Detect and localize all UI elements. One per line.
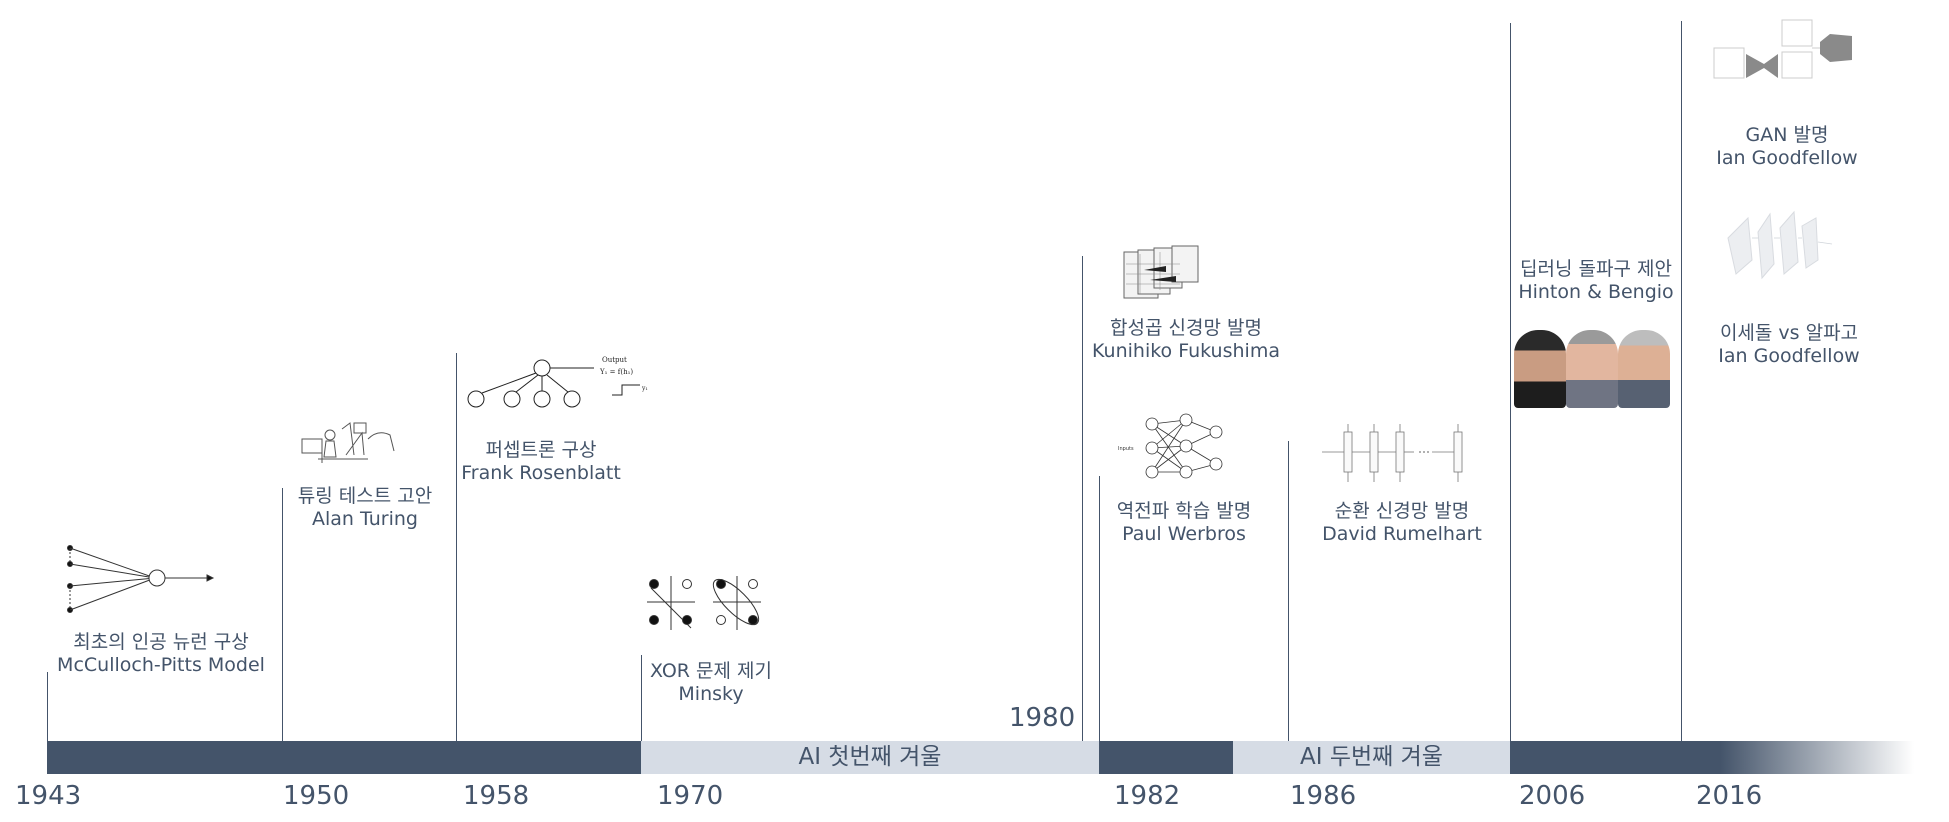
turing-test-icon <box>301 422 395 463</box>
neuron-model-icon <box>67 545 215 613</box>
event-title: 역전파 학습 발명 <box>1116 500 1252 522</box>
milestone-line-2006 <box>1510 23 1511 741</box>
backprop-inputs-text: Inputs <box>1118 446 1134 452</box>
xor-problem-icon <box>647 576 761 630</box>
event-caption-fukushima: 합성곱 신경망 발명 Kunihiko Fukushima <box>1092 317 1280 363</box>
year-label-2006: 2006 <box>1519 781 1586 811</box>
event-title: 튜링 테스트 고안 <box>297 485 433 507</box>
timeline-segment-1980s <box>1099 741 1233 774</box>
event-caption-rosenblatt: 퍼셉트론 구상 Frank Rosenblatt <box>461 439 621 485</box>
event-person: Hinton & Bengio <box>1518 281 1674 303</box>
year-label-1970: 1970 <box>657 781 724 811</box>
timeline-segment-first-ai-winter <box>641 741 1099 774</box>
perceptron-icon: Output Y₁ = f(h₁) y₁ <box>467 356 648 408</box>
milestone-line-2016 <box>1681 21 1682 741</box>
year-label-1958: 1958 <box>463 781 530 811</box>
researcher-portrait-left <box>1514 330 1566 408</box>
event-caption-turing: 튜링 테스트 고안 Alan Turing <box>298 485 432 531</box>
year-label-2016: 2016 <box>1696 781 1763 811</box>
milestone-line-1980 <box>1082 256 1083 744</box>
perceptron-formula-text: Y₁ = f(h₁) <box>599 368 633 376</box>
backprop-network-icon: Inputs <box>1118 413 1223 479</box>
event-caption-minsky: XOR 문제 제기 Minsky <box>650 660 772 706</box>
event-title: 순환 신경망 발명 <box>1334 500 1470 522</box>
timeline-segment-second-ai-winter <box>1233 741 1510 774</box>
milestone-line-1958 <box>456 353 457 741</box>
researcher-portrait-right <box>1618 330 1670 408</box>
milestone-line-1982 <box>1099 476 1100 741</box>
timeline-segment-deep-learning <box>1510 741 1914 774</box>
year-label-1986: 1986 <box>1290 781 1357 811</box>
event-person: Ian Goodfellow <box>1718 345 1860 367</box>
event-person: David Rumelhart <box>1322 523 1482 545</box>
milestone-line-1970 <box>641 655 642 741</box>
event-caption-alphago: 이세돌 vs 알파고 Ian Goodfellow <box>1718 322 1859 368</box>
event-person: McCulloch-Pitts Model <box>57 654 265 676</box>
milestone-line-1943 <box>47 672 48 741</box>
event-person: Kunihiko Fukushima <box>1092 340 1280 362</box>
first-ai-winter-label: AI 첫번째 겨울 <box>798 744 942 770</box>
gan-architecture-icon <box>1713 19 1852 79</box>
event-caption-werbros: 역전파 학습 발명 Paul Werbros <box>1117 500 1251 546</box>
event-person: Minsky <box>678 683 744 705</box>
event-person: Alan Turing <box>312 508 418 530</box>
alphago-network-icon <box>1727 210 1833 280</box>
milestone-line-1950 <box>282 488 283 741</box>
perceptron-output-text: Output <box>602 356 627 364</box>
event-caption-rumelhart: 순환 신경망 발명 David Rumelhart <box>1322 500 1482 546</box>
researchers-photo <box>1514 164 1672 408</box>
event-person: Paul Werbros <box>1122 523 1246 545</box>
event-title: GAN 발명 <box>1745 124 1829 146</box>
event-person: Ian Goodfellow <box>1716 147 1858 169</box>
year-label-1980: 1980 <box>1009 703 1076 733</box>
researcher-portrait-middle <box>1566 330 1618 408</box>
rnn-unrolled-icon <box>1322 424 1463 482</box>
second-ai-winter-label: AI 두번째 겨울 <box>1300 744 1443 770</box>
event-caption-gan: GAN 발명 Ian Goodfellow <box>1716 124 1857 170</box>
event-title: 이세돌 vs 알파고 <box>1719 322 1859 344</box>
perceptron-y-text: y₁ <box>641 385 648 392</box>
milestone-line-1986 <box>1288 441 1289 741</box>
convolution-layers-icon <box>1123 245 1199 299</box>
event-title: 딥러닝 돌파구 제안 <box>1520 258 1672 280</box>
year-label-1950: 1950 <box>283 781 350 811</box>
year-label-1943: 1943 <box>15 781 82 811</box>
year-label-1982: 1982 <box>1114 781 1181 811</box>
event-title: 퍼셉트론 구상 <box>485 439 597 461</box>
event-title: 최초의 인공 뉴런 구상 <box>73 631 249 653</box>
event-person: Frank Rosenblatt <box>461 462 621 484</box>
event-title: XOR 문제 제기 <box>650 660 772 682</box>
timeline-segment-early <box>47 741 641 774</box>
event-caption-hinton-bengio: 딥러닝 돌파구 제안 Hinton & Bengio <box>1518 258 1673 304</box>
event-caption-mcculloch-pitts: 최초의 인공 뉴런 구상 McCulloch-Pitts Model <box>57 631 265 677</box>
event-title: 합성곱 신경망 발명 <box>1110 317 1262 339</box>
